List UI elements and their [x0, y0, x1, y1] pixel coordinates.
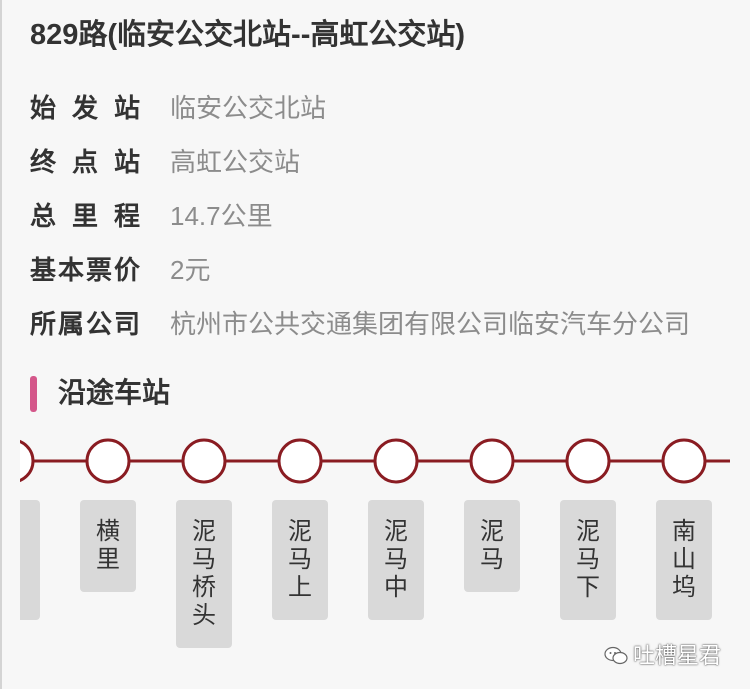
section-title: 沿途车站 — [58, 377, 171, 408]
route-station-strip[interactable]: 横里 泥马桥头 泥马上 泥马中 泥马 泥马下 南山坞 — [20, 430, 730, 660]
station-node — [277, 438, 323, 484]
page-title: 829路(临安公交北站--高虹公交站) — [30, 19, 466, 51]
station-node — [565, 438, 611, 484]
info-value: 杭州市公共交通集团有限公司临安汽车分公司 — [170, 309, 691, 339]
wechat-icon — [604, 646, 628, 665]
station-name: 泥马 — [480, 518, 504, 573]
station-item[interactable]: 横里 — [80, 500, 136, 592]
route-diagram — [20, 438, 730, 484]
info-label: 终点站 — [30, 147, 140, 177]
info-row-company: 所属公司 杭州市公共交通集团有限公司临安汽车分公司 — [30, 297, 730, 351]
station-item-partial — [20, 500, 40, 620]
station-item[interactable]: 泥马上 — [272, 500, 328, 620]
watermark-text: 吐槽星君 — [633, 643, 722, 668]
station-node — [469, 438, 515, 484]
station-name: 泥马中 — [384, 518, 408, 601]
info-label: 总里程 — [30, 201, 140, 231]
info-label: 所属公司 — [30, 309, 140, 339]
station-item[interactable]: 泥马中 — [368, 500, 424, 620]
station-node — [85, 438, 131, 484]
station-item[interactable]: 泥马 — [464, 500, 520, 592]
info-label: 基本票价 — [30, 255, 140, 285]
station-name: 横里 — [96, 518, 120, 573]
info-row-start-station: 始发站 临安公交北站 — [30, 81, 730, 135]
station-name: 南山坞 — [672, 518, 696, 601]
station-item[interactable]: 泥马桥头 — [176, 500, 232, 648]
station-node — [661, 438, 707, 484]
info-value: 2元 — [170, 255, 211, 285]
station-item[interactable]: 南山坞 — [656, 500, 712, 620]
station-name: 泥马桥头 — [192, 518, 216, 629]
route-info-list: 始发站 临安公交北站 终点站 高虹公交站 总里程 14.7公里 基本票价 2元 … — [30, 81, 730, 351]
info-row-end-station: 终点站 高虹公交站 — [30, 135, 730, 189]
info-row-fare: 基本票价 2元 — [30, 243, 730, 297]
section-accent-bar — [30, 376, 37, 412]
info-value: 14.7公里 — [170, 201, 273, 231]
info-label: 始发站 — [30, 93, 140, 123]
station-node-partial — [20, 439, 35, 483]
watermark: 吐槽星君 — [604, 642, 721, 670]
info-row-distance: 总里程 14.7公里 — [30, 189, 730, 243]
station-name: 泥马上 — [288, 518, 312, 601]
station-node — [373, 438, 419, 484]
station-node — [181, 438, 227, 484]
station-item[interactable]: 泥马下 — [560, 500, 616, 620]
left-edge-divider — [0, 0, 2, 689]
station-name: 泥马下 — [576, 518, 600, 601]
info-value: 高虹公交站 — [170, 147, 301, 177]
info-value: 临安公交北站 — [170, 93, 327, 123]
